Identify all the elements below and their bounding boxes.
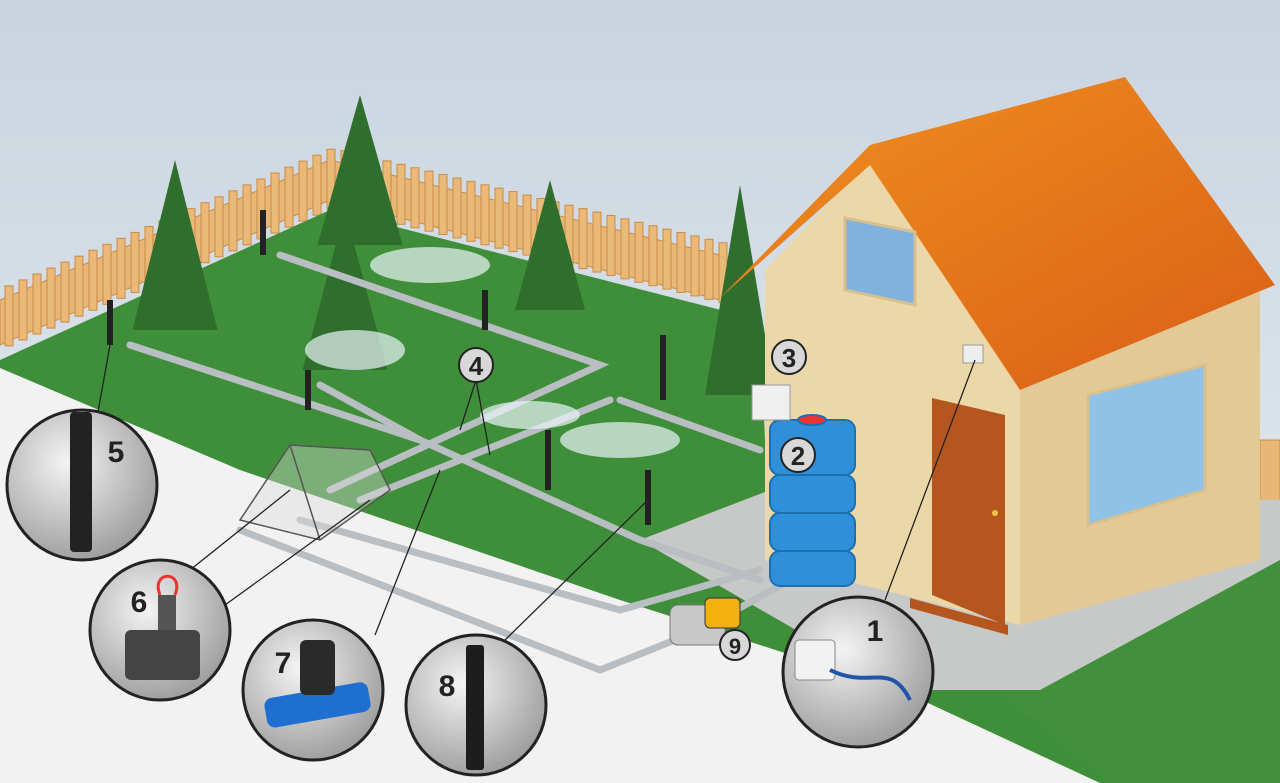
water-spray: [305, 247, 680, 458]
solenoid-valve-icon: [125, 630, 200, 680]
fence-picket: [242, 184, 252, 246]
fence-picket: [592, 211, 602, 273]
fence-picket: [438, 174, 448, 236]
fence-picket: [4, 285, 14, 347]
label-1-text: 1: [867, 615, 884, 648]
fence-picket: [32, 273, 42, 335]
trees: [132, 95, 775, 395]
controller: [751, 384, 791, 421]
rain-sensor-icon: [794, 639, 836, 681]
roof: [720, 77, 1275, 390]
fence-picket: [424, 170, 434, 232]
fence-picket: [662, 228, 672, 290]
valve-box: [238, 444, 391, 541]
fence-picket: [88, 249, 98, 311]
sprinkler-head-icon: [466, 645, 484, 770]
fence-picket: [18, 279, 28, 341]
fence-picket: [228, 190, 238, 252]
fence-picket: [522, 194, 532, 256]
pipe-tee-fitting-icon: [264, 682, 371, 728]
label-5-text: 5: [108, 436, 125, 469]
fence-picket: [606, 214, 616, 276]
fence-picket: [130, 231, 140, 293]
label-4-text: 4: [469, 351, 484, 381]
sprinkler-risers: [107, 210, 666, 525]
label-3: 3: [771, 339, 807, 375]
fence-picket: [452, 177, 462, 239]
lawn-right: [960, 560, 1280, 783]
fence-picket: [410, 167, 420, 229]
fence-picket: [648, 225, 658, 287]
leader-lines: [97, 344, 976, 641]
label-4: 4: [458, 347, 494, 383]
fence-picket: [46, 267, 56, 329]
fence-picket: [578, 208, 588, 270]
fence-picket: [508, 191, 518, 253]
fence-picket: [634, 221, 644, 283]
fence-picket: [480, 184, 490, 246]
fence-picket: [312, 154, 322, 216]
tree: [317, 95, 403, 245]
tree: [132, 160, 218, 330]
label-8-text: 8: [439, 670, 456, 703]
water-tank: [769, 414, 856, 587]
label-7-text: 7: [275, 647, 292, 680]
tree: [302, 210, 388, 370]
tree: [705, 185, 775, 395]
rain-sensor: [962, 344, 984, 364]
fence-picket: [620, 218, 630, 280]
detail-6: [88, 558, 232, 702]
tree: [515, 180, 585, 310]
fence-picket: [466, 180, 476, 242]
label-6-text: 6: [131, 586, 148, 619]
label-2: 2: [780, 437, 816, 473]
fence-picket: [676, 232, 686, 294]
label-2-text: 2: [791, 441, 805, 471]
door: [932, 398, 1005, 625]
fence-picket: [704, 238, 714, 300]
fence-picket: [284, 166, 294, 228]
pop-up-sprinkler-icon: [70, 412, 92, 552]
fence-picket: [298, 160, 308, 222]
fence-picket: [116, 237, 126, 299]
label-9-text: 9: [729, 634, 741, 659]
detail-8: [404, 633, 548, 777]
fence-picket: [102, 243, 112, 305]
fence-picket: [396, 163, 406, 225]
pump: [669, 597, 741, 646]
detail-5: [5, 408, 159, 562]
fence-picket: [200, 202, 210, 264]
fence-picket: [60, 261, 70, 323]
fence-picket: [74, 255, 84, 317]
label-3-text: 3: [782, 343, 796, 373]
detail-1: [781, 595, 935, 749]
fence-picket: [494, 187, 504, 249]
fence-picket: [214, 196, 224, 258]
detail-7: [241, 618, 385, 762]
fence-picket: [270, 172, 280, 234]
house: [720, 77, 1275, 635]
fence-picket: [690, 235, 700, 297]
label-1: 1: [867, 615, 884, 648]
label-9: 9: [719, 629, 751, 661]
